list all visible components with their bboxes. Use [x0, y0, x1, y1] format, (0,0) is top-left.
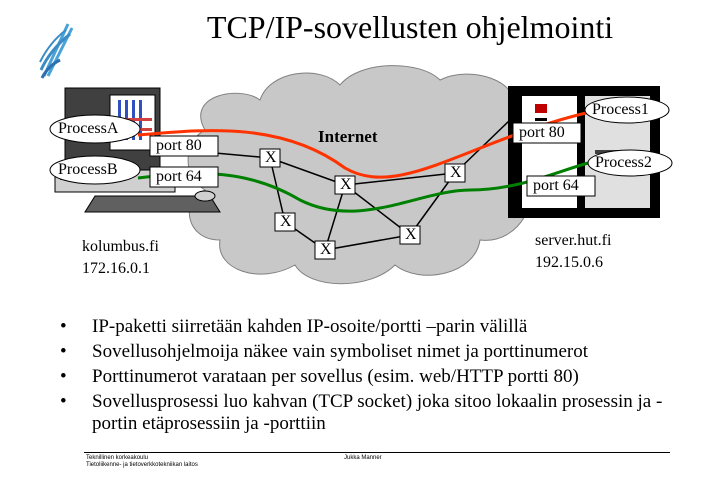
- port80-server-label: port 80: [519, 124, 565, 141]
- bullet-text: Porttinumerot varataan per sovellus (esi…: [92, 366, 579, 387]
- server-hostname: server.hut.fi: [535, 232, 612, 249]
- footer-org-line2: Tietoliikenne- ja tietoverkkotekniikan l…: [86, 462, 198, 468]
- client-ip: 172.16.0.1: [82, 260, 150, 277]
- processA-label: ProcessA: [58, 120, 119, 137]
- process1-label: Process1: [592, 101, 649, 118]
- bullet-dot: •: [60, 341, 67, 362]
- bullet-item: • Porttinumerot varataan per sovellus (e…: [60, 366, 700, 388]
- router-label: X: [320, 241, 332, 258]
- bullet-item: • IP-paketti siirretään kahden IP-osoite…: [60, 316, 700, 338]
- processB-label: ProcessB: [58, 161, 118, 178]
- slide-title: TCP/IP-sovellusten ohjelmointi: [206, 9, 614, 45]
- network-diagram: [49, 65, 673, 285]
- bullet-dot: •: [60, 391, 67, 412]
- port80-client-label: port 80: [156, 137, 202, 154]
- footer-divider: [84, 452, 670, 453]
- bullet-dot: •: [60, 366, 67, 387]
- port64-client-label: port 64: [156, 168, 202, 185]
- processB-ellipse: [49, 155, 141, 185]
- bullet-text: Sovellusprosessi luo kahvan (TCP socket)…: [92, 391, 663, 434]
- server-ip: 192.15.0.6: [535, 254, 603, 271]
- router-label: X: [265, 149, 277, 166]
- bullet-dot: •: [60, 316, 67, 337]
- bullet-list: • IP-paketti siirretään kahden IP-osoite…: [60, 316, 700, 438]
- router-label: X: [280, 213, 292, 230]
- process2-label: Process2: [595, 154, 652, 171]
- bullet-text: Sovellusohjelmoija näkee vain symboliset…: [92, 341, 589, 362]
- router-label: X: [450, 164, 462, 181]
- router-label: X: [340, 176, 352, 193]
- process2-ellipse: [587, 149, 673, 177]
- connection-red: [137, 110, 591, 179]
- bullet-item: • Sovellusohjelmoija näkee vain symbolis…: [60, 341, 700, 363]
- routers: [259, 148, 466, 260]
- port64-server-label: port 64: [533, 177, 579, 194]
- bullet-text: IP-paketti siirretään kahden IP-osoite/p…: [92, 316, 528, 337]
- process1-ellipse: [584, 96, 670, 124]
- bullet-item: • Sovellusprosessi luo kahvan (TCP socke…: [60, 391, 700, 435]
- router-label: X: [405, 226, 417, 243]
- footer-author: Jukka Manner: [344, 455, 382, 461]
- university-logo: [39, 23, 74, 79]
- internet-label: Internet: [318, 127, 378, 146]
- client-hostname: kolumbus.fi: [82, 238, 159, 255]
- footer-org-line1: Teknillinen korkeakoulu: [86, 455, 149, 461]
- processA-ellipse: [49, 114, 141, 144]
